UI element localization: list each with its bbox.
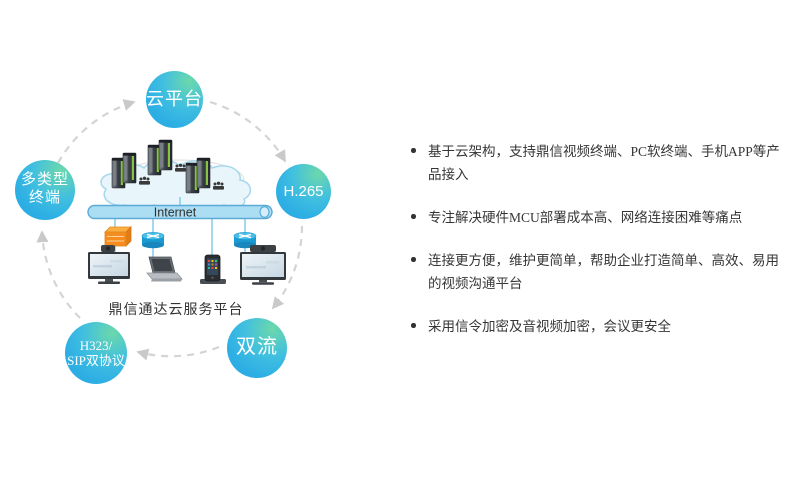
feature-list: 基于云架构，支持鼎信视频终端、PC软终端、手机APP等产品接入 专注解决硬件MC… xyxy=(410,140,790,358)
arrow-to-dual-stream xyxy=(271,225,304,310)
node-h265: H.265 xyxy=(276,164,331,219)
node-dual-stream-label: 双流 xyxy=(236,336,278,359)
server-cluster-icons xyxy=(111,139,224,194)
laptop-icon xyxy=(146,256,183,282)
node-multi-terminal-label: 多类型 终端 xyxy=(20,172,69,206)
arrow-to-h323 xyxy=(136,345,220,361)
feature-item: 专注解决硬件MCU部署成本高、网络连接困难等痛点 xyxy=(410,206,790,229)
diagram-canvas: Internet xyxy=(36,99,304,361)
node-cloud-platform-label: 云平台 xyxy=(146,88,203,109)
node-cloud-platform: 云平台 xyxy=(146,71,203,128)
phone-icon xyxy=(200,254,226,284)
video-endpoint-icon-left xyxy=(88,245,130,284)
node-h323-sip: H323/ SIP双协议 xyxy=(65,322,127,384)
arrow-to-multi-terminal xyxy=(36,230,81,319)
diagram-caption: 鼎信通达云服务平台 xyxy=(108,303,244,318)
node-dual-stream: 双流 xyxy=(227,318,287,378)
flow-cycle-arrows xyxy=(36,99,304,361)
internet-label: Internet xyxy=(154,206,197,220)
router-icon-left xyxy=(141,232,165,249)
firewall-icon xyxy=(104,226,132,247)
feature-item: 基于云架构，支持鼎信视频终端、PC软终端、手机APP等产品接入 xyxy=(410,140,790,186)
internet-backbone: Internet xyxy=(87,204,273,220)
feature-item: 连接更方便，维护更简单，帮助企业打造简单、高效、易用 的视频沟通平台 xyxy=(410,249,790,295)
node-multi-terminal: 多类型 终端 xyxy=(15,160,75,220)
arrow-to-h265 xyxy=(209,100,286,163)
video-endpoint-icon-right xyxy=(240,245,286,285)
node-h323-sip-label: H323/ SIP双协议 xyxy=(67,337,125,368)
node-h265-label: H.265 xyxy=(283,182,324,200)
arrow-to-cloud-platform xyxy=(57,99,136,164)
router-icon-right xyxy=(233,232,257,249)
feature-item: 采用信令加密及音视频加密，会议更安全 xyxy=(410,315,790,338)
cloud-architecture-diagram: Internet xyxy=(15,71,331,384)
